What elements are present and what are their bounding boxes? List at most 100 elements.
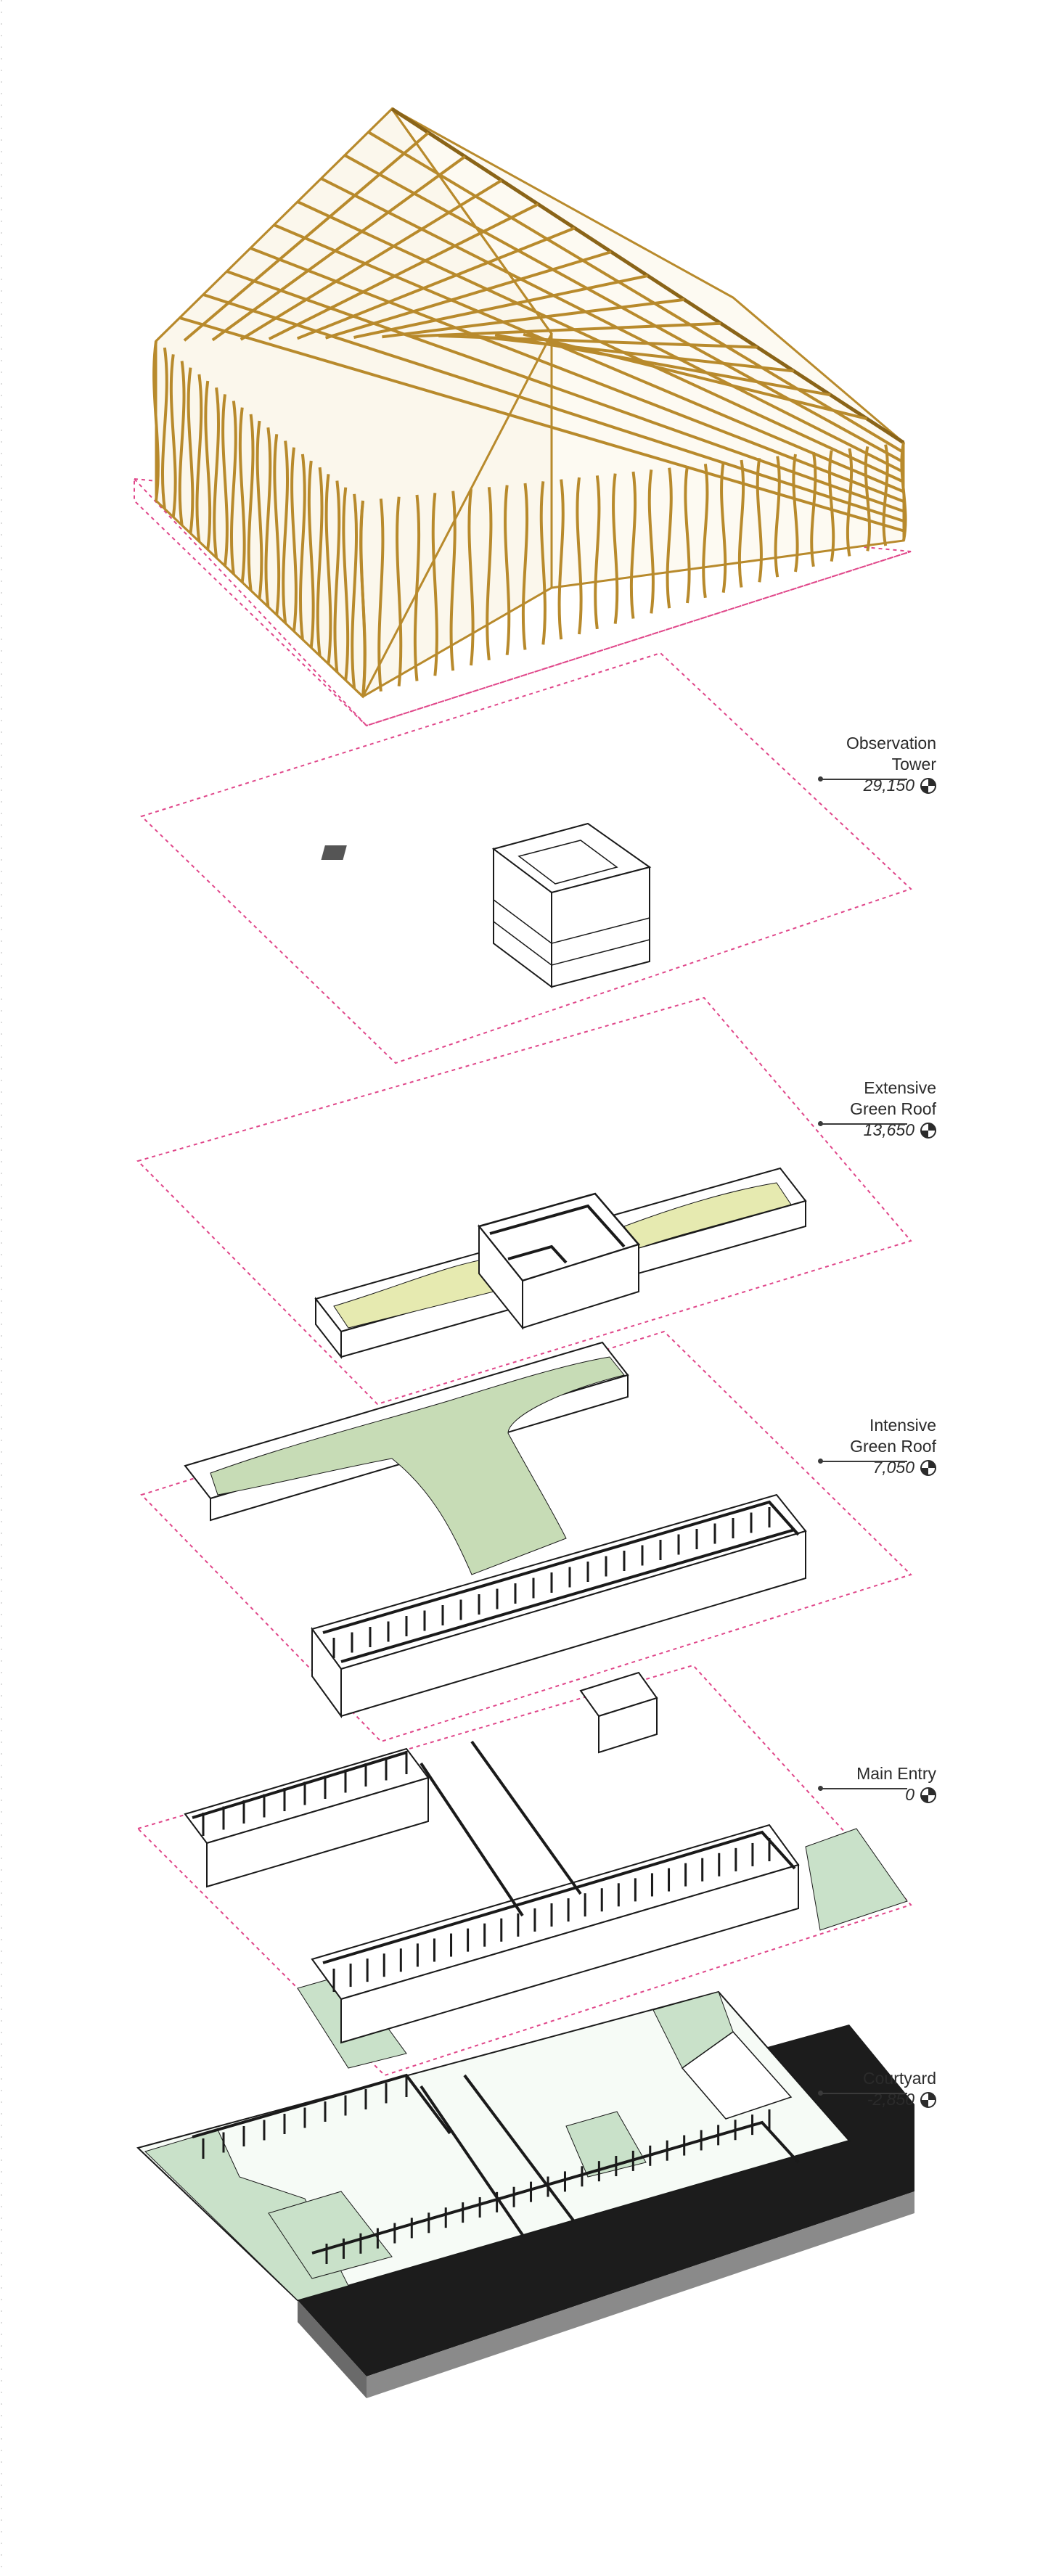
facade-timber-member [351, 493, 358, 689]
facade-timber-member [882, 444, 889, 546]
facade-timber-member [396, 496, 403, 686]
facade-timber-member [299, 454, 306, 640]
facade-timber-member [333, 480, 341, 673]
facade-timber-member [161, 347, 168, 509]
facade-timber-member [828, 450, 835, 562]
datum-icon [920, 1459, 936, 1476]
courtyard-level [136, 1990, 914, 2398]
roof-rafter [410, 321, 721, 338]
level-elevation: 0 [905, 1785, 914, 1804]
roof-rafter [296, 226, 576, 340]
extensive-level-plane [136, 996, 912, 1406]
roof-slope-front [155, 107, 553, 699]
facade-timber-member [307, 460, 315, 648]
facade-timber-member [152, 340, 160, 501]
roof-purlin [179, 316, 904, 533]
level-name: Main Entry [856, 1764, 936, 1783]
roof-purlin [273, 223, 904, 493]
level-name: Courtyard [863, 2069, 936, 2088]
facade-timber-member [521, 483, 529, 650]
facade-timber-member [864, 446, 871, 551]
facade-timber-member [720, 462, 727, 593]
level-label-courtyard: Courtyard -2,850 [791, 2068, 936, 2110]
level-name: Extensive Green Roof [850, 1078, 936, 1118]
tower-level-plane [140, 652, 912, 1065]
roof-rafter [240, 179, 503, 341]
facade-timber-member [629, 471, 637, 619]
facade-timber-member [756, 458, 763, 583]
main-entry-level [136, 1664, 912, 2077]
facade-timber-member [221, 394, 229, 567]
timber-roof-structure [134, 107, 912, 727]
facade-timber-member [684, 465, 691, 604]
facade-timber-member [290, 447, 298, 632]
facade-timber-member [737, 459, 745, 588]
facade-timber-member [178, 361, 186, 526]
facade-timber-member [557, 479, 565, 640]
roof-rafter [523, 332, 868, 421]
facade-timber-member [324, 474, 332, 665]
facade-timber-member [377, 499, 385, 692]
main-entry-level-plane [136, 1664, 912, 2077]
roof-rafter [324, 250, 612, 340]
extensive-green-roof-level [136, 996, 912, 1406]
roof-purlin [344, 154, 904, 464]
facade-timber-member [539, 481, 547, 645]
facade-timber-member [774, 456, 781, 578]
facade-timber-member [846, 448, 854, 557]
facade-timber-member [247, 414, 255, 591]
roof-rafter [353, 274, 648, 339]
facade-timber-member [187, 367, 195, 534]
intensive-green-roof-level [140, 1330, 912, 1743]
facade-timber-member [467, 488, 475, 666]
facade-timber-member [900, 442, 907, 541]
facade-timber-member [255, 420, 263, 599]
datum-icon [920, 1787, 936, 1803]
roof-purlin [367, 131, 905, 454]
roof-rafter [268, 202, 539, 340]
roof-rafter [466, 334, 795, 373]
roof-level-plane [134, 477, 912, 727]
facade-timber-member [576, 477, 583, 635]
level-name: Intensive Green Roof [850, 1416, 936, 1456]
facade-timber-member [702, 464, 709, 599]
datum-icon [920, 1122, 936, 1139]
level-label-intensive-green-roof: Intensive Green Roof 7,050 [791, 1415, 936, 1478]
facade-timber-member [792, 454, 799, 573]
facade-timber-member [647, 469, 655, 614]
facade-timber-member [169, 354, 177, 517]
facade-timber-member [359, 500, 367, 697]
facade-timber-member [195, 374, 203, 542]
facade-timber-member [273, 434, 281, 615]
level-label-main-entry: Main Entry 0 [791, 1763, 936, 1805]
level-label-observation-tower: Observation Tower 29,150 [791, 733, 936, 796]
facade-timber-member [204, 380, 212, 550]
roof-purlin [320, 177, 904, 474]
facade-timber-member [213, 387, 220, 558]
level-label-extensive-green-roof: Extensive Green Roof 13,650 [791, 1078, 936, 1141]
facade-timber-member [666, 467, 673, 609]
facade-timber-member [486, 487, 493, 661]
facade-timber-member [282, 440, 289, 623]
facade-timber-member [594, 475, 601, 630]
roof-rafter [494, 333, 831, 397]
facade-timber-member [316, 467, 324, 656]
facade-timber-member [264, 427, 272, 607]
facade-timber-member [449, 491, 457, 671]
facade-timber-member [504, 485, 511, 655]
facade-timber-member [413, 494, 421, 681]
roof-purlin [202, 293, 904, 522]
facade-timber-member [230, 401, 237, 575]
roof-purlin [226, 270, 904, 513]
facade-timber-member [342, 487, 350, 681]
roof-rafter [183, 131, 430, 342]
level-name: Observation Tower [846, 734, 936, 774]
facade-timber-member [431, 493, 438, 676]
datum-icon [920, 777, 936, 794]
roof-rafter [211, 155, 466, 342]
facade-timber-member [238, 407, 246, 583]
facade-timber-member [612, 473, 619, 624]
facade-timber-member [810, 451, 817, 567]
datum-icon [920, 2091, 936, 2108]
